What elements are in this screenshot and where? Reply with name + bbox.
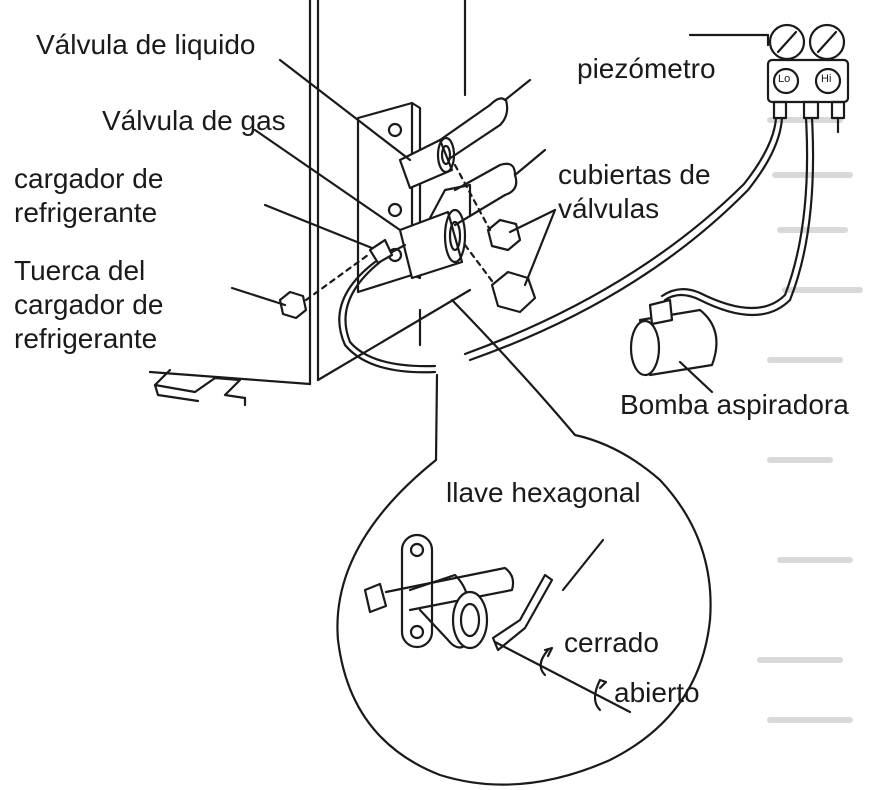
- label-gauge-hi: Hi: [821, 73, 832, 85]
- label-charger-nut: Tuerca del cargador de refrigerante: [14, 255, 164, 354]
- label-open: abierto: [614, 677, 700, 708]
- label-gauge: piezómetro: [577, 53, 716, 84]
- label-gauge-lo: Lo: [778, 73, 791, 85]
- label-liquid-valve: Válvula de liquido: [36, 29, 256, 60]
- outdoor-unit: [148, 0, 472, 386]
- rotation-arrows: [539, 646, 608, 712]
- label-gas-valve: Válvula de gas: [102, 105, 286, 136]
- gauge-manifold: [766, 23, 850, 120]
- gas-valve: [398, 183, 472, 280]
- zoomed-valve: [363, 533, 515, 650]
- refrigerant-pipes: [438, 78, 547, 227]
- hex-key: [491, 538, 632, 714]
- liquid-valve: [398, 136, 456, 190]
- label-closed: cerrado: [564, 627, 659, 658]
- label-valve-caps: cubiertas de válvulas: [558, 159, 711, 224]
- label-refrigerant-charger: cargador de refrigerante: [14, 163, 164, 228]
- vacuum-pump: [629, 298, 718, 394]
- unit-feet: [153, 368, 247, 407]
- label-vacuum-pump: Bomba aspiradora: [620, 389, 849, 420]
- hoses: [338, 116, 840, 374]
- label-hex-key: llave hexagonal: [446, 477, 641, 508]
- charger-port: [368, 238, 407, 265]
- faded-background-text: [757, 117, 863, 723]
- charger-nut: [278, 253, 370, 320]
- leader-lines: [230, 33, 770, 307]
- valve-caps: [453, 163, 557, 314]
- zoom-callout: [336, 298, 712, 786]
